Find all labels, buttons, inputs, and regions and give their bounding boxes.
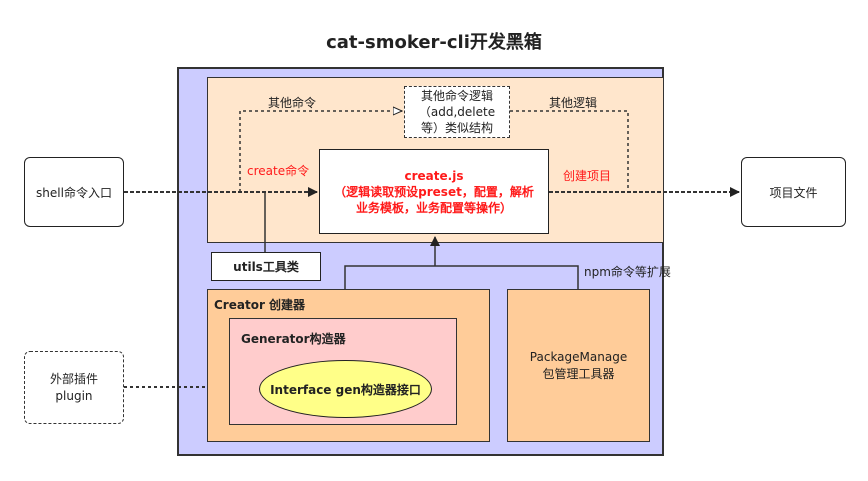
other-command-logic-node: 其他命令逻辑 （add,delete 等）类似结构: [404, 86, 510, 138]
edge-label-other-logic: 其他逻辑: [549, 96, 598, 110]
plugin-label-line1: 外部插件: [49, 371, 98, 386]
edge-label-create-command: create命令: [247, 164, 310, 178]
package-label-line1: PackageManage: [529, 349, 628, 364]
edge-label-other-commands: 其他命令: [268, 96, 317, 110]
other-logic-line1: 其他命令逻辑: [420, 89, 493, 103]
createjs-label-line1: create.js: [404, 168, 464, 183]
edge-creator-package: [344, 265, 579, 289]
package-label-line2: 包管理工具器: [542, 366, 615, 381]
package-manage-node: PackageManage 包管理工具器: [507, 289, 650, 442]
edge-label-npm-extend: npm命令等扩展: [584, 265, 671, 279]
createjs-node: create.js （逻辑读取预设preset，配置，解析 业务模板，业务配置等…: [319, 149, 549, 234]
edge-label-create-project: 创建项目: [563, 169, 612, 183]
createjs-label-line3: 业务模板，业务配置等操作）: [355, 200, 512, 215]
edge-other-commands: [239, 111, 402, 192]
shell-entry-node: shell命令入口: [24, 157, 124, 227]
interface-node: Interface gen构造器接口: [259, 360, 432, 418]
other-logic-line2: （add,delete: [418, 105, 496, 119]
project-files-node: 项目文件: [741, 157, 846, 227]
other-logic-line3: 等）类似结构: [420, 121, 493, 135]
utils-node: utils工具类: [211, 252, 321, 281]
diagram-title: cat-smoker-cli开发黑箱: [326, 32, 542, 53]
external-plugin-node: 外部插件 plugin: [24, 351, 124, 424]
createjs-label-line2: （逻辑读取预设preset，配置，解析: [334, 184, 534, 199]
generator-label: Generator构造器: [241, 332, 346, 346]
plugin-label-line2: plugin: [55, 388, 93, 403]
creator-label: Creator 创建器: [214, 298, 306, 312]
